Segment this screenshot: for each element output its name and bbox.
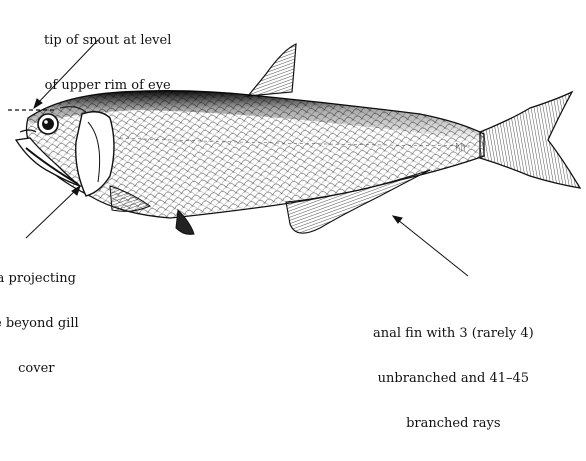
snout-annotation: tip of snout at level of upper rim of ey… <box>44 3 171 123</box>
anal-fin-annotation-line3: branched rays <box>373 416 534 431</box>
maxilla-annotation: a projecting e beyond gill cover <box>0 241 79 406</box>
snout-annotation-line2: of upper rim of eye <box>44 78 171 93</box>
maxilla-annotation-line2: e beyond gill <box>0 316 79 331</box>
maxilla-annotation-line1: a projecting <box>0 271 79 286</box>
anal-fin-annotation-line1: anal fin with 3 (rarely 4) <box>373 326 534 341</box>
dorsal-fin <box>248 44 296 96</box>
maxilla-annotation-line3: cover <box>0 361 79 376</box>
snout-annotation-line1: tip of snout at level <box>44 33 171 48</box>
anal-fin-annotation-line2: unbranched and 41–45 <box>373 371 534 386</box>
caudal-fin <box>480 92 580 188</box>
fish-illustration-figure: ᚢᚢ tip of snout at level of upper rim of… <box>0 0 586 354</box>
tail-mark: ᚢᚢ <box>455 142 466 153</box>
anal-fin-annotation: anal fin with 3 (rarely 4) unbranched an… <box>373 296 534 461</box>
